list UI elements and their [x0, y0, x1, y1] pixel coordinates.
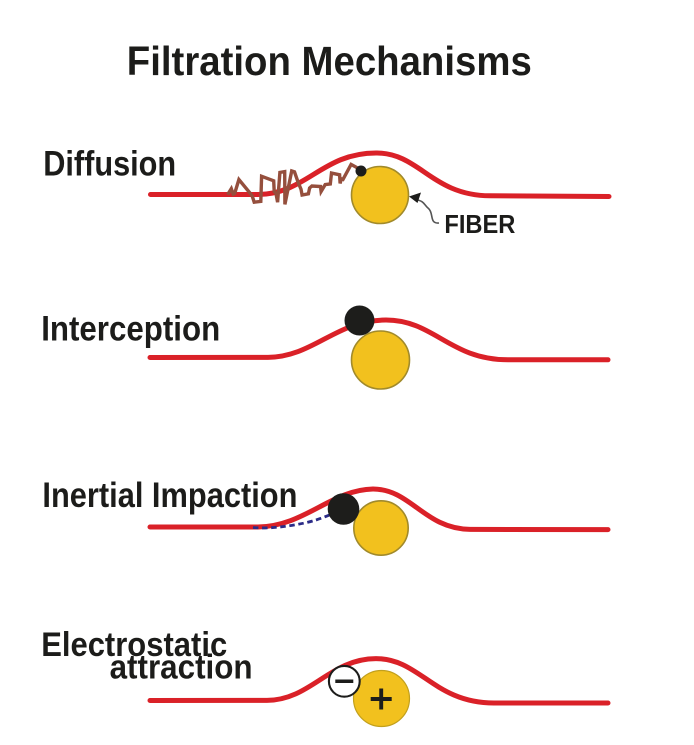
- svg-text:Diffusion: Diffusion: [43, 144, 176, 183]
- svg-text:attraction: attraction: [110, 649, 253, 687]
- svg-text:Inertial Impaction: Inertial Impaction: [42, 476, 297, 515]
- svg-text:Filtration Mechanisms: Filtration Mechanisms: [127, 38, 532, 84]
- svg-text:Interception: Interception: [41, 309, 220, 348]
- svg-text:FIBER: FIBER: [444, 209, 515, 239]
- svg-text:Electrostatic: Electrostatic: [41, 626, 227, 664]
